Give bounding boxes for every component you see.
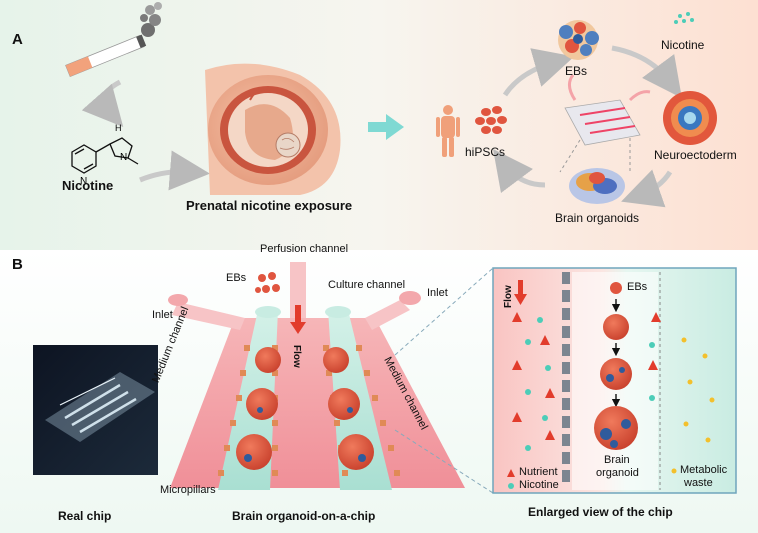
nicotine-cycle-label: Nicotine: [661, 38, 705, 52]
callout-line-top: [394, 267, 494, 356]
flow-arrow: [290, 305, 306, 334]
molecule-h-label: H: [115, 123, 122, 133]
legend-metabolic-line2: waste: [684, 477, 713, 489]
panel-a-letter: A: [12, 31, 23, 48]
ebs-chip-label: EBs: [226, 272, 247, 284]
dashed-line-left: [559, 139, 581, 173]
eb-medium-enlarged: [603, 314, 629, 340]
neuroectoderm-icon: [663, 91, 717, 145]
nicotine-molecule-icon: [71, 137, 139, 174]
legend-metabolic-line1: Metabolic: [680, 464, 728, 476]
cigarette-icon: [65, 2, 162, 78]
legend-nutrient-label: Nutrient: [519, 466, 558, 478]
real-chip-caption: Real chip: [58, 509, 112, 523]
nicotine-dots-icon: [674, 12, 694, 24]
micropillars: [218, 345, 400, 476]
perfusion-channel-label: Perfusion channel: [260, 243, 349, 255]
arrow-ebs-to-neuroectoderm: [611, 45, 682, 99]
culture-channel-label: Culture channel: [328, 279, 406, 291]
neuroectoderm-label: Neuroectoderm: [654, 148, 737, 162]
flow-label: Flow: [291, 345, 302, 368]
enlarged-flow-label: Flow: [503, 285, 514, 308]
pregnancy-illustration: [205, 63, 341, 195]
chip-organoids: [236, 347, 374, 470]
nutrient-triangles: [512, 312, 661, 440]
ebs-cluster-icon: [558, 20, 599, 60]
eb-small-enlarged: [610, 282, 622, 294]
legend-nicotine-label: Nicotine: [519, 479, 559, 491]
inlet-left-label: Inlet: [152, 309, 173, 321]
enlarged-view-caption: Enlarged view of the chip: [528, 505, 673, 519]
molecule-n-ring-label: N: [80, 176, 87, 187]
arrow-neuroectoderm-to-organoids: [621, 169, 673, 208]
ebs-small-icon: [255, 272, 280, 293]
human-figure-icon: [436, 105, 460, 157]
organoid-large-enlarged: [594, 406, 638, 450]
mini-chip-icon: [564, 74, 651, 146]
arrow-nicotine-to-pregnancy: [139, 150, 210, 191]
arrow-organoids-to-hipscs: [492, 149, 546, 194]
callout-line-bottom: [394, 429, 494, 494]
hipscs-label: hiPSCs: [465, 145, 506, 159]
brain-organoid-icon: [569, 168, 625, 204]
chip-caption: Brain organoid-on-a-chip: [232, 509, 376, 523]
legend-nicotine-icon: [508, 483, 514, 489]
enlarged-ebs-label: EBs: [627, 281, 648, 293]
real-chip-photo: [33, 345, 158, 475]
panel-b-letter: B: [12, 256, 23, 273]
organoid-medium-enlarged: [600, 358, 632, 390]
metabolic-waste-dots: [681, 337, 715, 443]
arrow-cigarette-to-nicotine: [81, 79, 124, 128]
molecule-n-methyl-label: N: [120, 152, 127, 163]
micropillars-label: Micropillars: [160, 484, 216, 496]
hipscs-cells-icon: [475, 106, 507, 134]
brain-organoid-line1: Brain: [604, 454, 630, 466]
brain-organoid-line2: organoid: [596, 467, 639, 479]
smoke-icon: [140, 2, 162, 37]
ebs-label: EBs: [565, 64, 588, 78]
nicotine-label: Nicotine: [62, 178, 114, 193]
legend-waste-icon: [671, 468, 677, 474]
legend-nutrient-icon: [507, 469, 515, 477]
inlet-right-label: Inlet: [427, 287, 448, 299]
prenatal-exposure-caption: Prenatal nicotine exposure: [186, 198, 353, 213]
arrow-hipscs-to-ebs: [502, 48, 575, 97]
fetal-brain-icon: [275, 132, 301, 158]
enlarged-flow-arrow: [514, 280, 527, 305]
nicotine-dots: [525, 317, 655, 451]
arrow-pregnancy-to-cycle: [368, 114, 404, 140]
brain-organoids-label: Brain organoids: [555, 211, 640, 225]
